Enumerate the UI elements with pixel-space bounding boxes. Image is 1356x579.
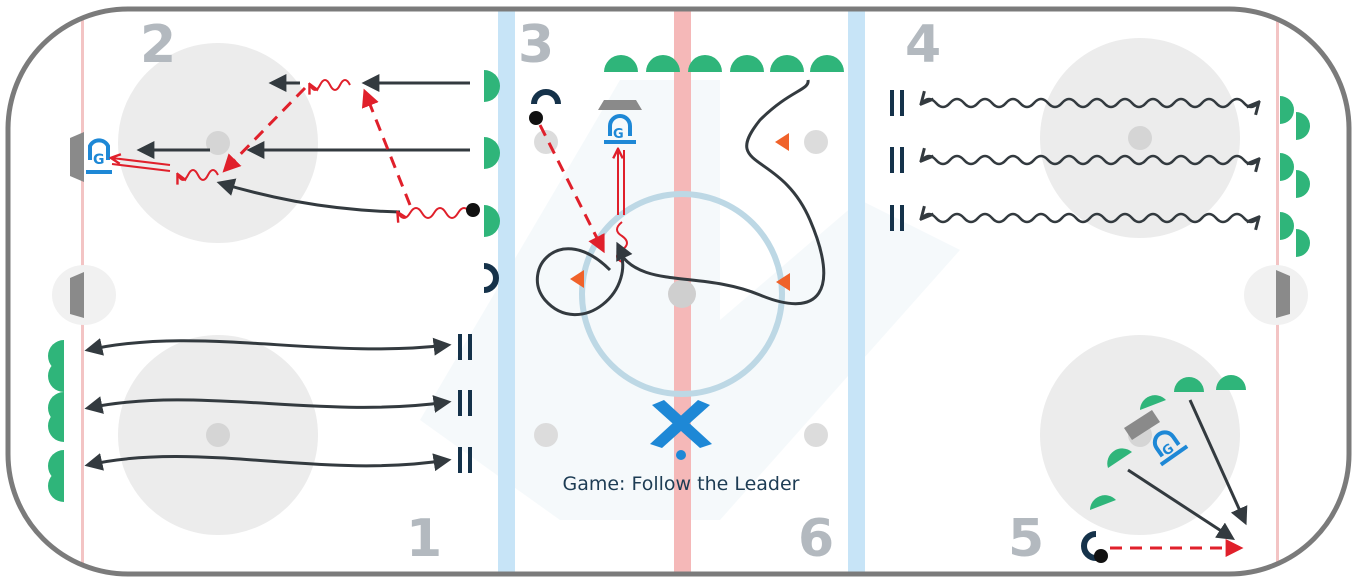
player-icon (1296, 229, 1310, 257)
goalie-icon (86, 138, 112, 174)
station-number-4: 4 (905, 15, 941, 75)
player-icon (48, 360, 64, 392)
center-circle (579, 191, 785, 397)
player-icon (1174, 377, 1204, 392)
station-2-drill: G (86, 70, 500, 293)
skate-path (535, 241, 633, 316)
coach-icon (531, 89, 561, 105)
faceoff-dot (804, 423, 828, 447)
station-1-drill (48, 334, 472, 502)
goalie-letter: G (93, 152, 105, 168)
player-icon (1296, 112, 1310, 140)
puck-icon (529, 111, 543, 125)
station-5-drill: G (1081, 375, 1248, 563)
faceoff-dot (206, 423, 230, 447)
player-icon (770, 55, 804, 72)
station-number-2: 2 (140, 15, 176, 75)
player-icon (646, 55, 680, 72)
player-icon (48, 470, 64, 502)
player-icon (484, 137, 500, 169)
stickhandle-path (398, 207, 471, 218)
faceoff-dot (534, 423, 558, 447)
player-icon (1216, 375, 1246, 390)
cone-icon (775, 133, 789, 151)
player-icon (604, 55, 638, 72)
player-icon (1296, 170, 1310, 198)
player-icon (1280, 153, 1294, 181)
player-icon (484, 70, 500, 102)
skate-path (1127, 468, 1236, 540)
station-4-drill (890, 90, 1310, 257)
net-icon (70, 272, 84, 318)
player-icon (688, 55, 722, 72)
skate-path (1188, 399, 1248, 526)
player-icon (1107, 448, 1132, 468)
skate-path (616, 79, 826, 306)
rink-boards (5, 6, 1352, 577)
player-icon (730, 55, 764, 72)
skate-path (922, 99, 1258, 107)
station-number-3: 3 (518, 15, 554, 75)
player-icon (1280, 212, 1294, 240)
skate-path (84, 337, 452, 356)
center-dot (668, 280, 696, 308)
stop-marker-icon (890, 90, 904, 231)
skate-path (922, 214, 1258, 222)
net-icon (1124, 410, 1160, 440)
coach-icon (1081, 531, 1097, 561)
skate-path (84, 395, 452, 414)
blue-line-left (498, 9, 515, 574)
station-number-1: 1 (406, 509, 442, 569)
station-number-6: 6 (798, 509, 834, 569)
station-3-6-drill: G Game: Follow the Leader (529, 55, 844, 495)
player-icon (484, 205, 500, 237)
skate-path (216, 178, 401, 214)
player-icon (48, 410, 64, 442)
net-icon (598, 100, 642, 110)
pass-path (361, 88, 412, 206)
goalie-letter: G (613, 127, 624, 142)
shot-path (111, 163, 171, 172)
cone-icon (776, 273, 790, 291)
skate-path (84, 453, 452, 472)
coach-icon (483, 263, 499, 293)
faceoff-dot (206, 131, 230, 155)
shot-path (112, 158, 171, 166)
net-icon (70, 132, 84, 182)
player-icon (1140, 395, 1166, 410)
puck-icon (1094, 549, 1108, 563)
stickhandle-path (178, 169, 219, 180)
cone-icon (570, 270, 584, 288)
player-icon (1280, 96, 1294, 124)
blue-line-right (848, 9, 865, 574)
faceoff-dot (804, 130, 828, 154)
player-icon (1090, 495, 1116, 510)
net-icon (1276, 270, 1290, 318)
faceoff-dot (1128, 126, 1152, 150)
player-icon (810, 55, 844, 72)
stop-marker-icon (458, 334, 472, 473)
goalie-icon (604, 114, 636, 144)
drill-caption: Game: Follow the Leader (562, 473, 799, 495)
pass-path (538, 124, 605, 254)
station-number-5: 5 (1008, 509, 1044, 569)
crossed-sticks-logo-icon (650, 400, 712, 460)
stickhandle-path (310, 79, 351, 90)
skate-path (922, 156, 1258, 164)
puck-icon (466, 203, 480, 217)
